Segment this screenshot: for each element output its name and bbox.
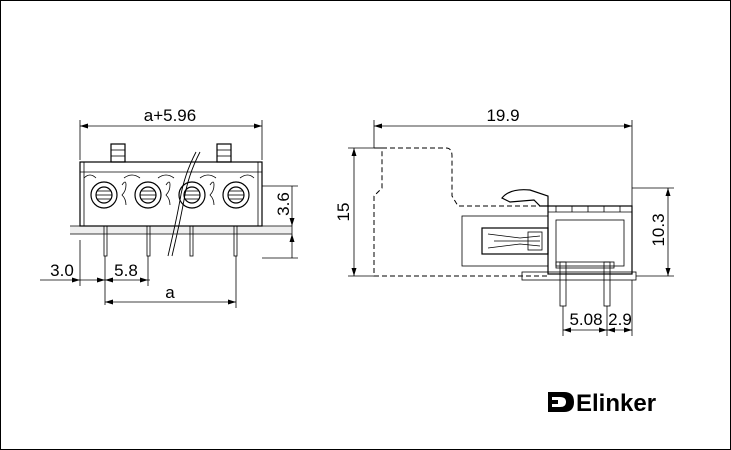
pin-1 — [103, 225, 108, 257]
front-view: a+5.96 3.6 3.0 5.8 a — [40, 106, 298, 308]
dim-pitch-small: 5.8 — [114, 261, 138, 280]
pcb-board — [70, 226, 292, 234]
header-body — [547, 205, 633, 275]
dim-top-width: a+5.96 — [144, 106, 196, 125]
pin-3 — [189, 225, 194, 257]
dim-offset-left: 3.0 — [50, 261, 74, 280]
dim-height-right: 3.6 — [274, 192, 293, 216]
dim-side-right-height: 10.3 — [649, 213, 668, 246]
dim-side-pitch-a: 5.08 — [569, 310, 602, 329]
elinker-logo-icon — [548, 392, 574, 412]
side-pin-1 — [559, 261, 567, 307]
plug-outline — [373, 147, 549, 277]
dim-side-length: 19.9 — [486, 106, 519, 125]
side-view: 19.9 15 10.3 5.08 2.9 — [334, 106, 674, 336]
latch-tab-left — [110, 143, 126, 163]
dim-side-height: 15 — [334, 203, 353, 222]
housing-front — [79, 161, 263, 227]
side-pin-2 — [603, 261, 611, 307]
brand-logo: Elinker — [548, 390, 656, 417]
screw-2 — [134, 181, 162, 209]
latch-hook — [501, 189, 549, 207]
pcb-side — [521, 271, 637, 281]
pin-2 — [146, 225, 151, 257]
screw-1 — [90, 181, 118, 209]
brand-name: Elinker — [576, 390, 656, 417]
dim-side-pitch-b: 2.9 — [608, 310, 632, 329]
dim-pitch-bottom: a — [165, 283, 175, 302]
screw-3 — [178, 181, 206, 209]
latch-tab-right — [216, 143, 232, 163]
screw-4 — [222, 181, 250, 209]
pin-4 — [233, 225, 238, 257]
